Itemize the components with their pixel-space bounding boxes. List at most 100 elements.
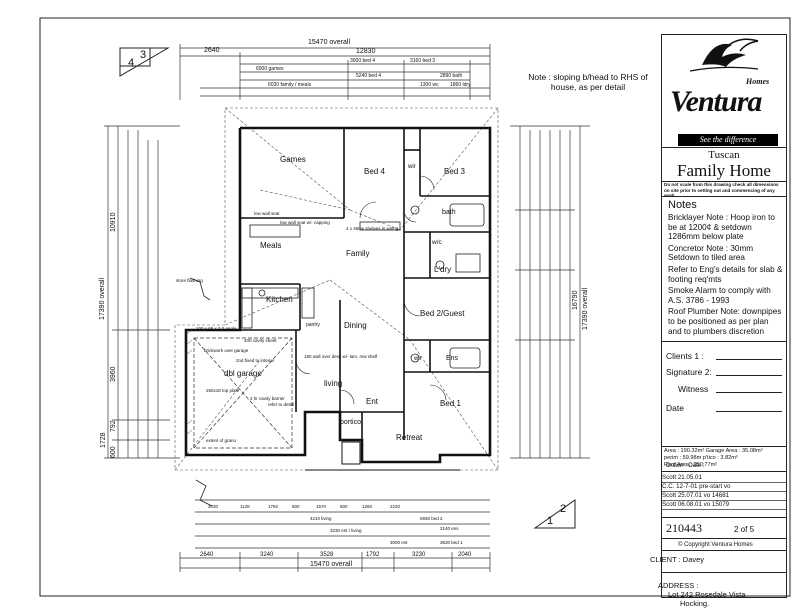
dim-top-row-2: 3160 bed 3 — [410, 58, 435, 64]
notes-list: Bricklayer Note : Hoop iron to be at 120… — [668, 213, 784, 338]
dim-top-row-3: 5240 bed 4 — [356, 73, 381, 79]
copyright-text: © Copyright Ventura Homes — [678, 542, 753, 548]
room-kitchen: Kitchen — [266, 295, 293, 304]
areas-block: Area : 190.32m² Garage Area : 35.08m² pe… — [664, 448, 784, 469]
room-bath: bath — [442, 209, 456, 216]
note-low-wall-capping: low wall seat w/- capping — [280, 220, 330, 225]
dim-bottom-detail-9: 3230 ent / living — [330, 528, 362, 533]
note-2nd-fixed: 2nd fixed to interior — [236, 358, 275, 363]
dim-bottom-detail-13: 3630 bed 1 — [440, 540, 463, 545]
date-label: Date — [666, 403, 684, 413]
dim-bottom-detail-6: 1260 — [362, 504, 373, 509]
dim-bottom-detail-11: 2140 ens — [440, 526, 459, 531]
dim-top-overall: 15470 overall — [308, 39, 350, 46]
dim-bottom-detail-7: 2220 — [390, 504, 401, 509]
revision-header: Drawn : Date : — [666, 463, 705, 469]
room-bed2: Bed 2/Guest — [420, 309, 465, 318]
dim-bottom-detail-4: 1570 — [316, 504, 327, 509]
internal-walls — [240, 128, 490, 440]
room-bed4: Bed 4 — [364, 167, 385, 176]
top-dimensions — [179, 44, 491, 100]
room-ent: Ent — [366, 397, 379, 406]
dim-left-792: 792 — [110, 420, 117, 432]
dim-bottom-detail-0: 2030 — [208, 504, 219, 509]
design-style: Tuscan — [708, 149, 740, 161]
room-bed3: Bed 3 — [444, 167, 465, 176]
brand-tagline: See the difference — [678, 134, 778, 146]
room-ens: Ens — [446, 355, 459, 362]
dim-top-row-0: 6000 games — [256, 66, 284, 72]
date-line — [716, 411, 782, 412]
dim-top-row-1: 3000 bed 4 — [350, 58, 375, 64]
area-line-2: Roof Area : 250.77m² — [664, 462, 718, 468]
fixtures — [241, 203, 485, 369]
dim-bottom-detail-12: 3000 ent — [390, 540, 408, 545]
note-concretor: Concretor Note : 30mm Setdown to tiled a… — [668, 243, 754, 263]
witness-label: Witness — [678, 384, 709, 394]
room-meals: Meals — [260, 241, 281, 250]
note-shelves: 4 x 450w shelves in wiring — [346, 226, 399, 231]
job-number: 210443 — [666, 521, 702, 535]
section-label-bottom-b: 2 — [560, 503, 566, 515]
section-label-top-a: 4 — [128, 57, 134, 69]
note-wall-over-desk: 180 wall over desk w/- lam. mw shelf — [304, 354, 378, 359]
note-top-plate: 250x18 top plate — [206, 388, 240, 393]
dim-right-overall: 17390 overall — [582, 288, 589, 330]
address-line-1: Lot 242 Rosedale Vista — [668, 590, 746, 599]
note-angle: 100 x 65 x 2.0 angle — [196, 326, 237, 331]
dim-left-10910: 10910 — [110, 212, 117, 232]
note-cavity-sheet: 400 cavity sheet — [244, 338, 277, 343]
note-brickwork-over-garage: brickwork over garage — [204, 348, 249, 353]
dim-left-overall: 17390 overall — [99, 278, 106, 320]
revision-row: Scott 06.08.01 vo 15079 — [662, 501, 786, 510]
portico-outline — [305, 441, 460, 471]
revision-row: C.C. 12-7-01 pre-start vo — [662, 483, 786, 492]
revision-table: Scott 21.05.01 C.C. 12-7-01 pre-start vo… — [662, 474, 786, 510]
dim-bottom-detail-1: 1128 — [240, 504, 250, 509]
dim-top-row-5: 6030 family / meals — [268, 82, 312, 88]
note-bricklayer: Bricklayer Note : Hoop iron to be at 120… — [668, 213, 775, 242]
dim-bottom-0: 2640 — [200, 552, 214, 558]
dim-top-row-4: 2890 bath — [440, 73, 462, 79]
site-address: ADDRESS : Lot 242 Rosedale Vista Hocking… — [658, 581, 745, 608]
left-dimensions — [104, 125, 180, 459]
ventura-logo — [662, 35, 786, 121]
dim-left-1728: 1728 — [100, 432, 107, 448]
note-refer-detail: refer to detail — [268, 402, 294, 407]
dim-bottom-detail-3: 600 — [292, 504, 300, 509]
room-games: Games — [280, 155, 306, 164]
clients-line — [716, 359, 782, 360]
sheet-border — [39, 17, 791, 597]
witness-line — [716, 392, 782, 393]
external-walls — [184, 126, 492, 464]
notes-heading: Notes — [668, 199, 697, 211]
room-bed1: Bed 1 — [440, 399, 461, 408]
dim-bottom-4: 3230 — [412, 552, 426, 558]
section-marker-bottom: 1 2 — [533, 499, 576, 529]
room-wir-bed1: wir — [413, 356, 422, 362]
flashing-detail — [189, 277, 213, 507]
note-low-wall-seat: low wall seat — [254, 211, 280, 216]
sheet-number: 2 of 5 — [734, 525, 755, 534]
dim-bottom-detail-5: 600 — [340, 504, 348, 509]
room-family: Family — [346, 249, 370, 258]
sloping-bulkhead-note: Note : sloping b/head to RHS of house, a… — [528, 72, 648, 92]
address-label: ADDRESS : — [658, 581, 699, 590]
title-block: Homes Ventura See the difference Tuscan … — [650, 34, 787, 608]
dim-bottom-detail-2: 1792 — [268, 504, 279, 509]
dim-bottom-5: 2040 — [458, 552, 472, 558]
dim-top-2640: 2640 — [204, 47, 220, 54]
address-line-2: Hocking. — [680, 599, 710, 608]
dim-top-12830: 12830 — [356, 48, 376, 55]
room-wc: w/c — [431, 239, 443, 246]
note-store-flashing: store flashing — [176, 278, 203, 283]
revision-row: Scott 25.07.01 vo 14681 — [662, 492, 786, 501]
note-roof-plumber: Roof Plumber Note: downpipes to be posit… — [668, 307, 782, 336]
room-living: living — [324, 379, 342, 388]
note-extent-grano: extent of grano — [206, 438, 237, 443]
brand-name: Ventura — [670, 85, 762, 118]
dim-right-16790: 16790 — [572, 290, 579, 310]
dim-bottom-1: 3240 — [260, 552, 274, 558]
area-line-0: Area : 190.32m² Garage Area : 35.08m² — [664, 448, 763, 454]
